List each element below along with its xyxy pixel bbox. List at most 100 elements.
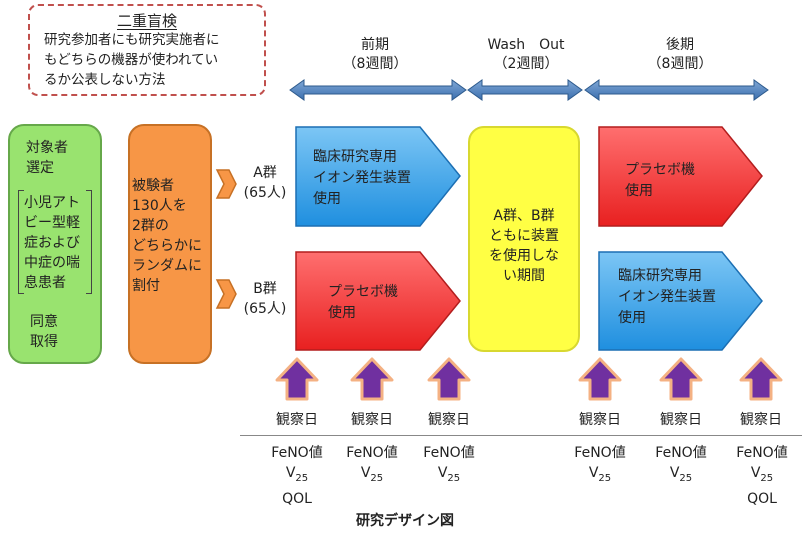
arrow-text: 使用 bbox=[618, 310, 646, 326]
arrow-text: 臨床研究専用 bbox=[313, 149, 397, 165]
consent-text: 同意 取得 bbox=[30, 312, 58, 352]
v25-label: V25 bbox=[669, 465, 693, 484]
washout-text: A群、B群 bbox=[493, 208, 555, 224]
washout-box bbox=[468, 126, 580, 352]
consent-line: 取得 bbox=[30, 334, 58, 350]
arrow-a-first-shape bbox=[295, 126, 461, 227]
obs-arrow-6 bbox=[739, 357, 783, 401]
group-a-label: A群 (65人) bbox=[238, 163, 292, 203]
arrow-text: 使用 bbox=[625, 183, 653, 199]
v25-label: V25 bbox=[437, 465, 461, 484]
target-text: ビー型軽 bbox=[24, 215, 80, 231]
phase-first-title: 前期 bbox=[361, 37, 389, 53]
phase-second-title: 後期 bbox=[666, 37, 694, 53]
note-body: 研究参加者にも研究実施者に もどちらの機器が使われてい るか公表しない方法 bbox=[44, 30, 256, 90]
figure-caption: 研究デザイン図 bbox=[356, 513, 454, 529]
arrow-b-second-text: 臨床研究専用 イオン発生装置 使用 bbox=[618, 266, 716, 329]
arrow-text: プラセボ機 bbox=[328, 284, 398, 300]
phase-washout-label: Wash Out （2週間） bbox=[474, 36, 578, 74]
observation-day-1: 観察日 bbox=[276, 412, 318, 428]
target-patients-text: 小児アト ビー型軽 症および 中症の喘 息患者 bbox=[24, 193, 92, 293]
feno-label: FeNO値 bbox=[423, 445, 475, 461]
washout-text: い期間 bbox=[503, 268, 545, 284]
randomization-box bbox=[128, 124, 212, 364]
group-b-label: B群 (65人) bbox=[238, 279, 292, 319]
note-line: るか公表しない方法 bbox=[44, 72, 166, 88]
qol-label: QOL bbox=[282, 490, 312, 507]
target-text: 症および bbox=[24, 235, 80, 251]
consent-line: 同意 bbox=[30, 314, 58, 330]
group-b-count: (65人) bbox=[243, 301, 287, 317]
arrow-text: 使用 bbox=[313, 191, 341, 207]
measurements-1: FeNO値 V25 QOL bbox=[257, 443, 337, 509]
measurements-3: FeNO値 V25 bbox=[409, 443, 489, 489]
randomize-line: 被験者 bbox=[132, 178, 174, 194]
subject-text: 選定 bbox=[26, 160, 54, 176]
target-text: 中症の喘 bbox=[24, 255, 80, 271]
group-a-chevron bbox=[215, 169, 237, 199]
measurement-divider bbox=[240, 435, 802, 436]
arrow-b-second-shape bbox=[598, 251, 763, 351]
feno-label: FeNO値 bbox=[736, 445, 788, 461]
arrow-text: 臨床研究専用 bbox=[618, 268, 702, 284]
group-a-name: A群 bbox=[253, 165, 277, 181]
timeline-arrow-first bbox=[289, 79, 467, 101]
randomize-line: 割付 bbox=[132, 278, 160, 294]
v25-label: V25 bbox=[588, 465, 612, 484]
observation-day-4: 観察日 bbox=[579, 412, 621, 428]
subject-selection-title: 対象者 選定 bbox=[26, 138, 68, 178]
arrow-text: プラセボ機 bbox=[625, 162, 695, 178]
observation-day-3: 観察日 bbox=[428, 412, 470, 428]
group-b-chevron bbox=[215, 279, 237, 309]
note-line: 研究参加者にも研究実施者に bbox=[44, 32, 220, 48]
obs-arrow-5 bbox=[659, 357, 703, 401]
double-blind-note: 二重盲検 研究参加者にも研究実施者に もどちらの機器が使われてい るか公表しない… bbox=[28, 4, 266, 96]
v25-label: V25 bbox=[360, 465, 384, 484]
note-title: 二重盲検 bbox=[116, 12, 177, 30]
measurements-4: FeNO値 V25 bbox=[560, 443, 640, 489]
measurements-5: FeNO値 V25 bbox=[641, 443, 721, 489]
observation-day-5: 観察日 bbox=[660, 412, 702, 428]
randomize-line: 2群の bbox=[132, 218, 169, 234]
arrow-text: イオン発生装置 bbox=[313, 170, 411, 186]
phase-first-duration: （8週間） bbox=[342, 56, 408, 72]
observation-day-2: 観察日 bbox=[351, 412, 393, 428]
observation-arrows bbox=[275, 357, 783, 401]
arrow-a-second-text: プラセボ機 使用 bbox=[625, 160, 695, 202]
arrow-text: 使用 bbox=[328, 305, 356, 321]
randomize-line: ランダムに bbox=[132, 258, 202, 274]
target-patients-bracket bbox=[18, 190, 92, 294]
arrow-b-first-shape bbox=[295, 251, 461, 351]
measurements-6: FeNO値 V25 QOL bbox=[722, 443, 802, 509]
feno-label: FeNO値 bbox=[346, 445, 398, 461]
phase-washout-title: Wash Out bbox=[487, 37, 565, 53]
feno-label: FeNO値 bbox=[271, 445, 323, 461]
group-b-name: B群 bbox=[253, 281, 277, 297]
arrow-text: イオン発生装置 bbox=[618, 289, 716, 305]
obs-arrow-2 bbox=[350, 357, 394, 401]
arrow-a-second-shape bbox=[598, 126, 763, 227]
arrow-b-first-text: プラセボ機 使用 bbox=[328, 282, 398, 324]
phase-second-duration: （8週間） bbox=[647, 56, 713, 72]
timeline-arrow-washout bbox=[467, 79, 583, 101]
v25-label: V25 bbox=[285, 465, 309, 484]
randomize-line: 130人を bbox=[132, 198, 187, 214]
phase-washout-duration: （2週間） bbox=[493, 56, 559, 72]
subject-text: 対象者 bbox=[26, 140, 68, 156]
arrow-a-first-text: 臨床研究専用 イオン発生装置 使用 bbox=[313, 147, 411, 210]
randomization-text: 被験者 130人を 2群の どちらかに ランダムに 割付 bbox=[132, 176, 212, 296]
obs-arrow-4 bbox=[578, 357, 622, 401]
observation-day-6: 観察日 bbox=[740, 412, 782, 428]
qol-label: QOL bbox=[747, 490, 777, 507]
washout-box-text: A群、B群 ともに装置 を使用しな い期間 bbox=[474, 206, 574, 286]
target-text: 小児アト bbox=[24, 195, 80, 211]
phase-second-label: 後期 （8週間） bbox=[635, 36, 725, 74]
v25-label: V25 bbox=[750, 465, 774, 484]
washout-text: を使用しな bbox=[489, 248, 559, 264]
measurements-2: FeNO値 V25 bbox=[332, 443, 412, 489]
obs-arrow-1 bbox=[275, 357, 319, 401]
timeline-arrow-second bbox=[584, 79, 769, 101]
group-a-count: (65人) bbox=[243, 185, 287, 201]
note-line: もどちらの機器が使われてい bbox=[44, 52, 219, 68]
